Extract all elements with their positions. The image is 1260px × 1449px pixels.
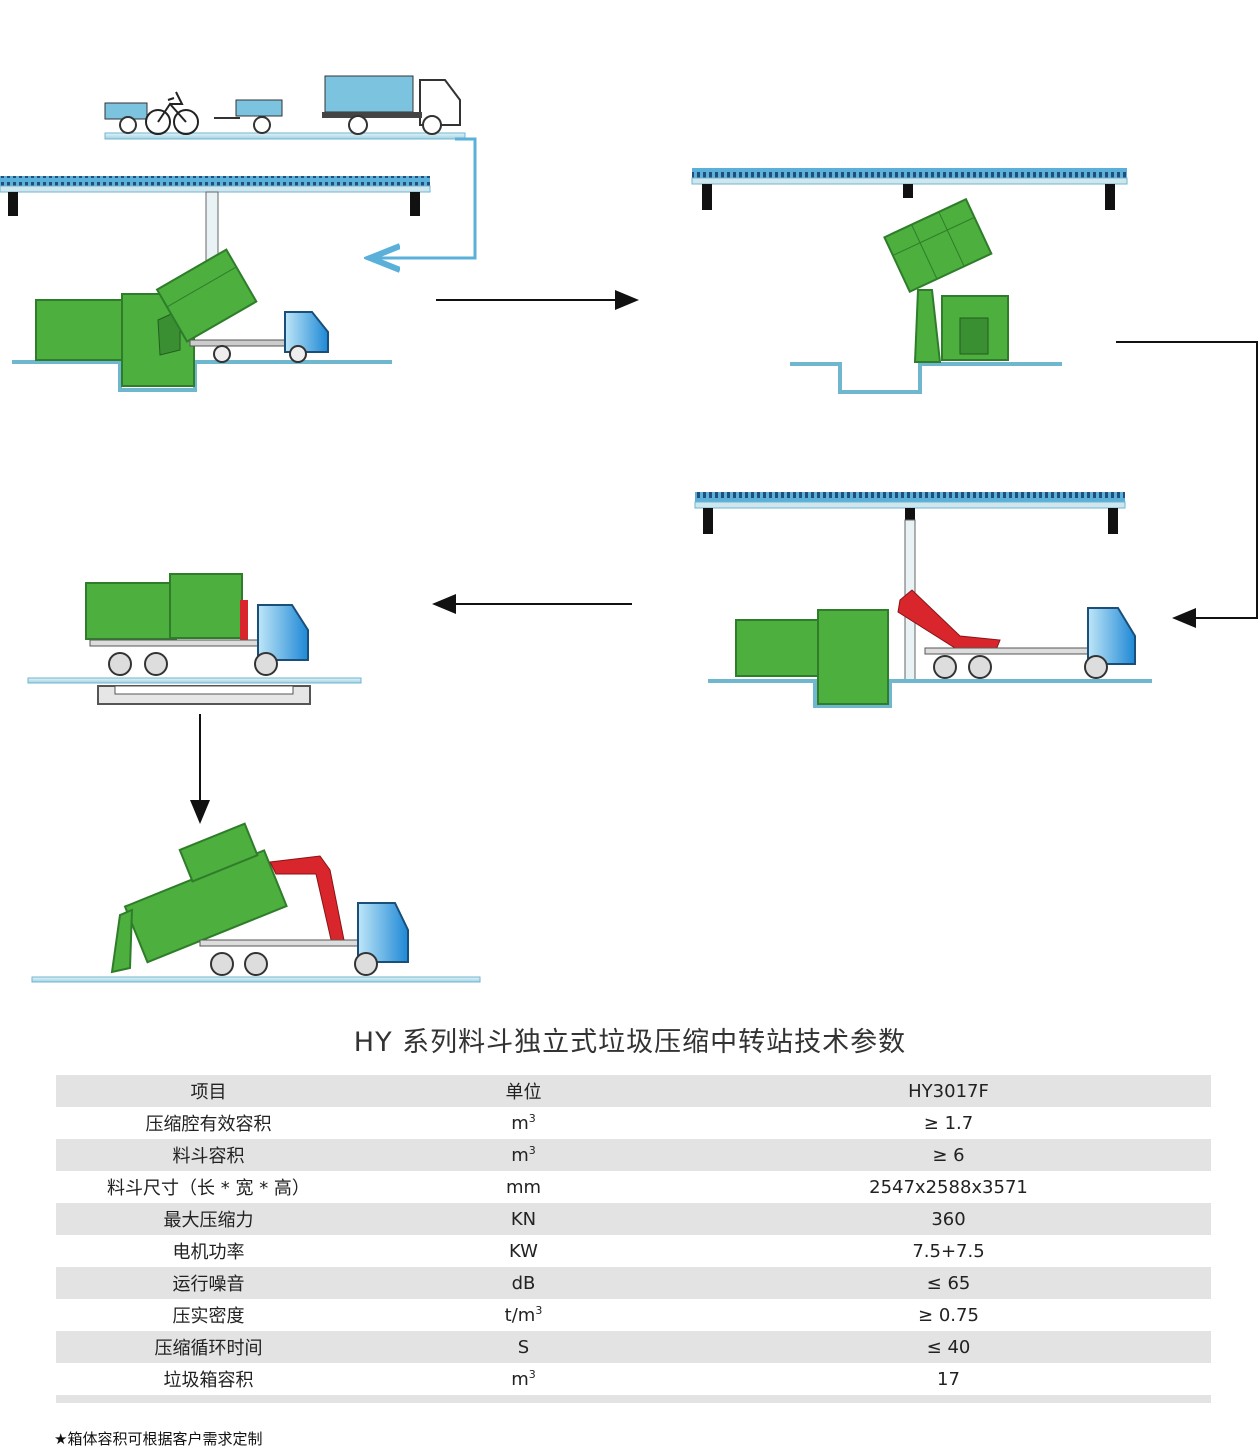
header-unit: 单位 — [361, 1075, 686, 1107]
row-unit: dB — [361, 1267, 686, 1299]
row-unit: KN — [361, 1203, 686, 1235]
scene-collection-vehicles — [104, 75, 477, 258]
process-diagram — [0, 75, 1258, 983]
row-value: 2547x2588x3571 — [869, 1176, 1028, 1198]
table-row: 压缩循环时间 S ≤ 40 — [56, 1331, 1211, 1363]
scene-dumping — [31, 822, 481, 983]
row-value: 17 — [937, 1368, 960, 1390]
scene-station-pickup — [694, 492, 1152, 708]
row-item: 压缩循环时间 — [56, 1331, 361, 1363]
table-row: 压缩腔有效容积 m3 ≥ 1.7 — [56, 1107, 1211, 1139]
spec-table: 项目 单位 HY3017F 压缩腔有效容积 m3 ≥ 1.7 料斗容积 m3 ≥… — [56, 1075, 1211, 1403]
row-item: 运行噪音 — [56, 1267, 361, 1299]
row-item: 压缩腔有效容积 — [145, 1114, 272, 1135]
row-unit: KW — [509, 1241, 538, 1262]
row-unit: mm — [505, 1177, 542, 1198]
row-item: 压实密度 — [172, 1306, 245, 1327]
table-row: 压实密度 t/m3 ≥ 0.75 — [56, 1299, 1211, 1331]
row-value: ≥ 1.7 — [923, 1112, 974, 1134]
row-value: ≥ 6 — [686, 1139, 1211, 1171]
scene-weighbridge — [27, 573, 362, 705]
table-row: 料斗容积 m3 ≥ 6 — [56, 1139, 1211, 1171]
scene-station-lifting — [691, 168, 1128, 394]
row-item: 垃圾箱容积 — [163, 1370, 254, 1391]
scene-station-loading — [0, 176, 431, 392]
table-row: 料斗尺寸（长 * 宽 * 高） mm 2547x2588x3571 — [56, 1171, 1211, 1203]
row-value: 360 — [686, 1203, 1211, 1235]
table-row: 电机功率 KW 7.5+7.5 — [56, 1235, 1211, 1267]
table-row: 最大压缩力 KN 360 — [56, 1203, 1211, 1235]
row-value: ≤ 40 — [686, 1331, 1211, 1363]
header-model: HY3017F — [686, 1075, 1211, 1107]
row-item: 最大压缩力 — [56, 1203, 361, 1235]
header-item: 项目 — [56, 1075, 361, 1107]
row-value: ≥ 0.75 — [918, 1304, 979, 1326]
spec-title: HY 系列料斗独立式垃圾压缩中转站技术参数 — [353, 1027, 907, 1058]
flow-arrow-down-left — [1116, 341, 1258, 628]
row-value: ≤ 65 — [686, 1267, 1211, 1299]
row-unit: t/m3 — [504, 1304, 543, 1326]
row-item: 料斗尺寸（长 * 宽 * 高） — [107, 1178, 310, 1199]
row-unit: S — [361, 1331, 686, 1363]
table-header-row: 项目 单位 HY3017F — [56, 1075, 1211, 1107]
row-unit: m3 — [511, 1368, 536, 1390]
row-item: 电机功率 — [172, 1242, 245, 1263]
table-row: 垃圾箱容积 m3 17 — [56, 1363, 1211, 1395]
row-item: 料斗容积 — [56, 1139, 361, 1171]
footnote: ★箱体容积可根据客户需求定制 — [54, 1430, 263, 1448]
table-row: 运行噪音 dB ≤ 65 — [56, 1267, 1211, 1299]
row-value: 7.5+7.5 — [912, 1240, 985, 1262]
table-end-bar — [56, 1395, 1211, 1403]
row-unit: m3 — [361, 1139, 686, 1171]
row-unit: m3 — [511, 1112, 536, 1134]
